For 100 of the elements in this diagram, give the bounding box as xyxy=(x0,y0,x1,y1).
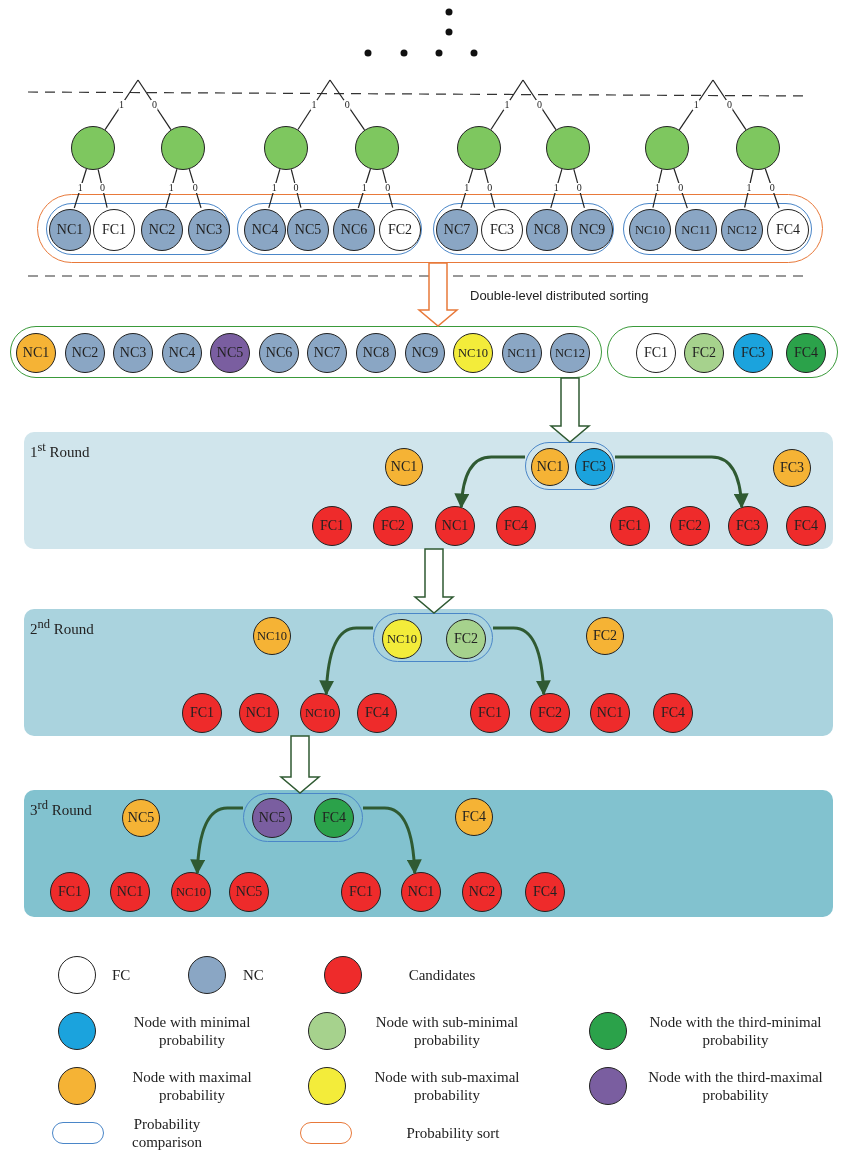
curved-arrow xyxy=(319,626,373,696)
tree-node-circle xyxy=(736,126,780,170)
candidate-circle: FC2 xyxy=(530,693,570,733)
node-circle: NC4 xyxy=(162,333,202,373)
curved-arrow xyxy=(493,626,551,696)
node-circle: NC6 xyxy=(259,333,299,373)
curved-arrow xyxy=(615,455,749,509)
legend-label: Candidates xyxy=(407,966,477,985)
connector-line xyxy=(137,79,172,131)
node-circle: NC6 xyxy=(333,209,375,251)
connector-line xyxy=(268,168,281,209)
candidate-circle: FC1 xyxy=(182,693,222,733)
edge-label: 1 xyxy=(552,183,560,194)
round-panel xyxy=(24,432,833,549)
node-circle: NC1 xyxy=(16,333,56,373)
node-circle: FC2 xyxy=(586,617,624,655)
curved-arrow xyxy=(454,455,525,509)
edge-label: 0 xyxy=(535,99,543,110)
node-circle: NC10 xyxy=(253,617,291,655)
connector-line xyxy=(73,168,87,209)
connector-line xyxy=(290,168,302,209)
legend-label: Node with maximal probability xyxy=(131,1068,253,1105)
node-circle: FC1 xyxy=(636,333,676,373)
candidate-circle: NC1 xyxy=(590,693,630,733)
edge-label: 0 xyxy=(292,183,300,194)
candidate-circle: NC1 xyxy=(239,693,279,733)
edge-label: 0 xyxy=(486,183,494,194)
block-arrow xyxy=(278,735,322,794)
tree-node-circle xyxy=(161,126,205,170)
connector-line xyxy=(573,168,585,209)
node-circle: FC3 xyxy=(773,449,811,487)
legend-label: Probability comparison xyxy=(131,1115,203,1152)
tree-node-circle xyxy=(355,126,399,170)
edge-label: 1 xyxy=(270,183,278,194)
candidate-circle: FC1 xyxy=(610,506,650,546)
curved-arrow xyxy=(363,806,422,875)
candidate-circle: NC1 xyxy=(110,872,150,912)
connector-line xyxy=(712,79,747,131)
node-circle: NC3 xyxy=(188,209,230,251)
edge-label: 0 xyxy=(725,99,733,110)
legend-label: Node with the third-maximal probability xyxy=(647,1068,824,1105)
candidate-circle: FC4 xyxy=(786,506,826,546)
connector-line xyxy=(97,168,108,209)
edge-label: 1 xyxy=(118,99,126,110)
edge-label: 0 xyxy=(384,183,392,194)
node-circle: NC10 xyxy=(453,333,493,373)
candidate-circle: FC4 xyxy=(357,693,397,733)
edge-label: 1 xyxy=(463,183,471,194)
candidate-circle: NC1 xyxy=(435,506,475,546)
legend-label: FC xyxy=(112,966,132,985)
connector-line xyxy=(329,79,366,131)
node-circle: NC12 xyxy=(721,209,763,251)
connector-line xyxy=(104,79,139,131)
legend-label: Probability sort xyxy=(405,1124,501,1143)
edge-label: 0 xyxy=(99,183,107,194)
edge-label: 0 xyxy=(343,99,351,110)
node-circle: FC3 xyxy=(575,448,613,486)
node-circle: NC8 xyxy=(356,333,396,373)
node-circle: FC4 xyxy=(455,798,493,836)
edge-label: 0 xyxy=(677,183,685,194)
node-circle: FC4 xyxy=(314,798,354,838)
edge-label: 1 xyxy=(76,183,84,194)
legend-label: Node with sub-maximal probability xyxy=(373,1068,521,1105)
node-circle: NC10 xyxy=(629,209,671,251)
edge-label: 0 xyxy=(150,99,158,110)
round-title: 1$^{st}$ Round xyxy=(30,440,90,461)
connector-line xyxy=(550,168,563,209)
candidate-circle: NC1 xyxy=(401,872,441,912)
block-arrow xyxy=(416,262,460,327)
node-circle: NC5 xyxy=(210,333,250,373)
block-arrow xyxy=(412,548,456,614)
node-circle: NC7 xyxy=(436,209,478,251)
connector-line xyxy=(357,168,371,209)
connector-line xyxy=(764,168,780,209)
node-circle: FC1 xyxy=(93,209,135,251)
candidate-circle: FC3 xyxy=(728,506,768,546)
node-circle: NC2 xyxy=(141,209,183,251)
edge-label: 1 xyxy=(360,183,368,194)
connector-line xyxy=(188,168,202,209)
candidate-circle: NC2 xyxy=(462,872,502,912)
edge-label: 1 xyxy=(745,183,753,194)
candidate-circle: FC2 xyxy=(670,506,710,546)
edge-label: 0 xyxy=(768,183,776,194)
tree-node-circle xyxy=(264,126,308,170)
round-title: 3$^{rd}$ Round xyxy=(30,798,92,819)
round-panel xyxy=(24,609,833,736)
candidate-circle: FC4 xyxy=(653,693,693,733)
connector-line xyxy=(673,168,688,209)
node-circle: FC4 xyxy=(767,209,809,251)
node-circle: NC1 xyxy=(531,448,569,486)
connector-line xyxy=(165,168,178,209)
tree-node-circle xyxy=(71,126,115,170)
candidate-circle: NC5 xyxy=(229,872,269,912)
node-circle: NC8 xyxy=(526,209,568,251)
round-title: 2$^{nd}$ Round xyxy=(30,617,94,638)
candidate-circle: NC10 xyxy=(300,693,340,733)
legend-label: Node with sub-minimal probability xyxy=(374,1013,520,1050)
candidate-circle: FC1 xyxy=(470,693,510,733)
connector-line xyxy=(522,79,557,131)
node-circle: NC11 xyxy=(502,333,542,373)
